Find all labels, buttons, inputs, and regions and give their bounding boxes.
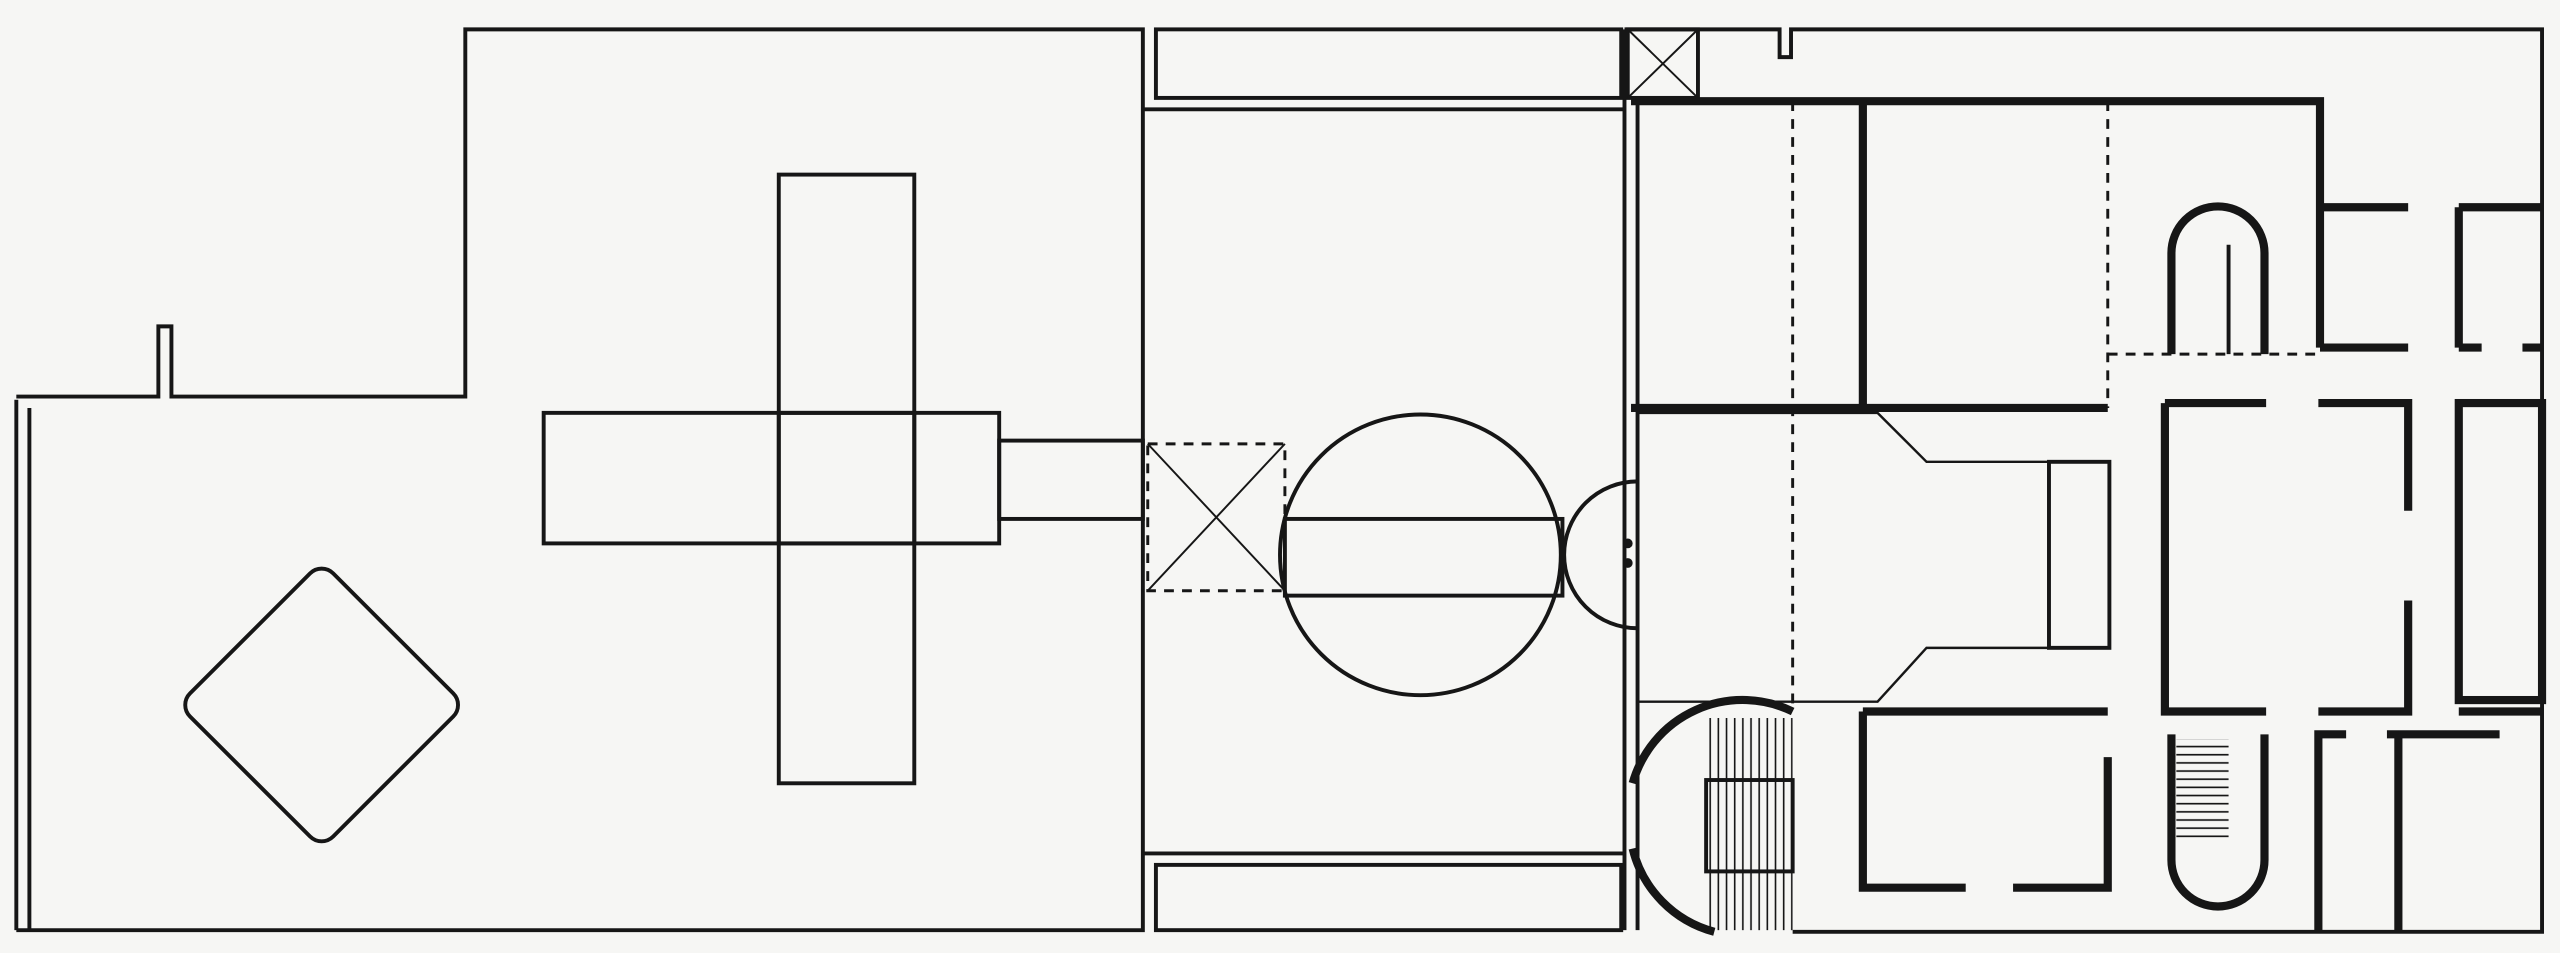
- garden-boundary: [14, 27, 1145, 933]
- arched-stair: [2167, 202, 2269, 355]
- brick-hall: [1636, 411, 2051, 703]
- cross-stair-platform: [541, 172, 1145, 786]
- curved-stair: [1628, 695, 1795, 936]
- diamond-planter: [183, 566, 460, 844]
- hall-stair: [2047, 459, 2112, 650]
- house-plan: [1622, 27, 2547, 936]
- spiral-stair: [2167, 734, 2269, 911]
- middle-court: [1142, 27, 1638, 933]
